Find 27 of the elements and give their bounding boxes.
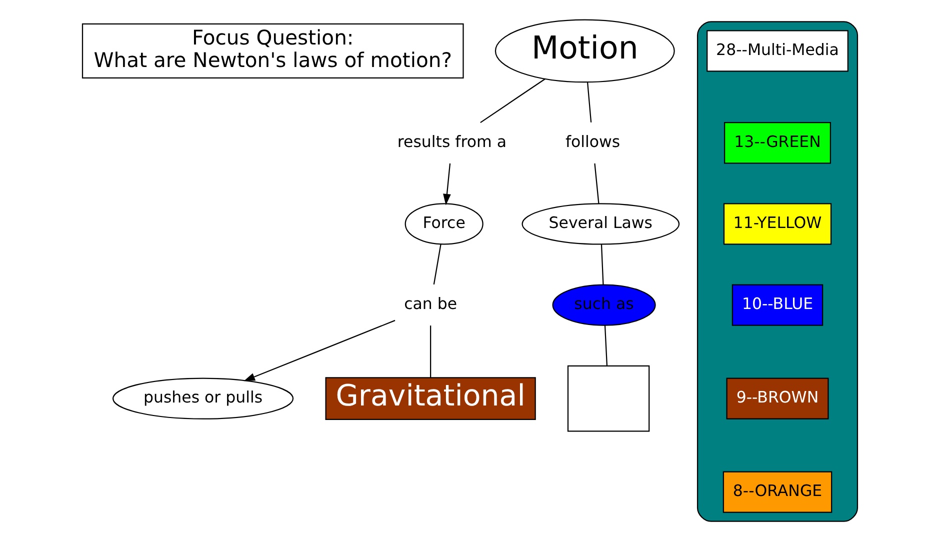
cluster: [696, 21, 858, 522]
node-box: 8--ORANGE: [722, 471, 832, 513]
node-ellipse: Motion: [494, 19, 675, 83]
node-text: can be: [404, 294, 458, 314]
arrow: [443, 163, 451, 206]
connector: [604, 326, 608, 366]
node-box: 11-YELLOW: [723, 203, 832, 245]
node-ellipse: such as: [552, 284, 656, 326]
node-text: results from a: [397, 132, 507, 152]
connector: [433, 244, 442, 285]
arrow: [244, 320, 396, 382]
node-box: Gravitational: [325, 377, 536, 420]
connector: [430, 326, 432, 378]
node-box: 28--Multi-Media: [706, 30, 848, 72]
connector: [594, 163, 600, 204]
node-box: 13--GREEN: [724, 122, 832, 164]
node-ellipse: Several Laws: [522, 203, 680, 245]
node-box: Focus Question: What are Newton's laws of motion?: [82, 23, 464, 79]
node-ellipse: pushes or pulls: [112, 378, 294, 420]
node-box: 9--BROWN: [726, 378, 829, 420]
node-text: follows: [565, 132, 620, 152]
connector: [600, 244, 604, 285]
connector: [480, 78, 546, 123]
node-box: [567, 365, 650, 432]
node-box: 10--BLUE: [732, 284, 824, 326]
connector: [587, 82, 592, 122]
node-ellipse: Force: [404, 203, 484, 245]
